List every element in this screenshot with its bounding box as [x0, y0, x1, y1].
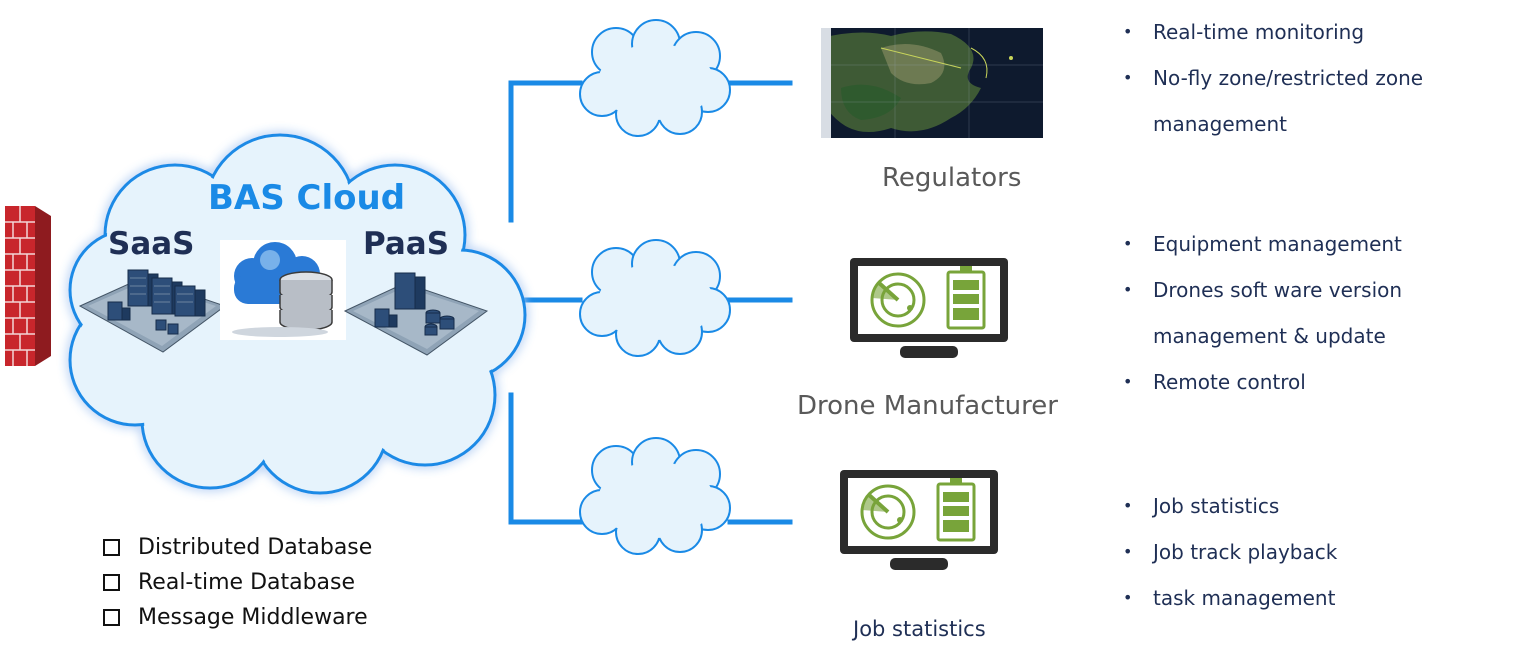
link-upper: [508, 80, 583, 223]
monitor-radar-icon: [840, 470, 998, 570]
paas-label: PaaS: [363, 226, 450, 262]
regulator-map-image: [821, 28, 1043, 138]
network-cloud-icon: [579, 19, 731, 137]
monitor-radar-icon: [850, 258, 1008, 358]
component-item: Message Middleware: [103, 600, 372, 635]
feature-item: No-fly zone/restricted zone management: [1123, 55, 1483, 147]
cloud-database-icon: [220, 240, 346, 340]
saas-servers-icon: [78, 269, 227, 353]
feature-item: task management: [1123, 575, 1483, 621]
feature-item: Drones soft ware version management & up…: [1123, 267, 1483, 359]
component-label: Distributed Database: [138, 534, 373, 560]
feature-item: Job statistics: [1123, 483, 1483, 529]
component-label: Message Middleware: [138, 604, 368, 630]
cloud-title: BAS Cloud: [208, 178, 406, 218]
feature-item: Remote control: [1123, 359, 1483, 405]
feature-item: Job track playback: [1123, 529, 1483, 575]
node-label-job-statistics: Job statistics: [853, 617, 986, 641]
checkbox-icon: [103, 609, 120, 626]
checkbox-icon: [103, 539, 120, 556]
job-statistics-feature-list: Job statistics Job track playback task m…: [1123, 483, 1483, 621]
component-item: Distributed Database: [103, 530, 372, 565]
network-cloud-icon: [579, 437, 731, 555]
component-list: Distributed Database Real-time Database …: [103, 530, 372, 635]
manufacturer-feature-list: Equipment management Drones soft ware ve…: [1123, 221, 1483, 405]
firewall-icon: [5, 206, 51, 366]
feature-item: Real-time monitoring: [1123, 9, 1483, 55]
network-cloud-icon: [579, 239, 731, 357]
component-item: Real-time Database: [103, 565, 372, 600]
node-label-regulators: Regulators: [882, 163, 1022, 193]
feature-item: Equipment management: [1123, 221, 1483, 267]
component-label: Real-time Database: [138, 569, 356, 595]
node-label-drone-manufacturer: Drone Manufacturer: [797, 391, 1058, 421]
regulators-feature-list: Real-time monitoring No-fly zone/restric…: [1123, 9, 1483, 147]
link-lower: [508, 392, 583, 525]
paas-servers-icon: [343, 272, 489, 356]
checkbox-icon: [103, 574, 120, 591]
saas-label: SaaS: [108, 226, 195, 262]
